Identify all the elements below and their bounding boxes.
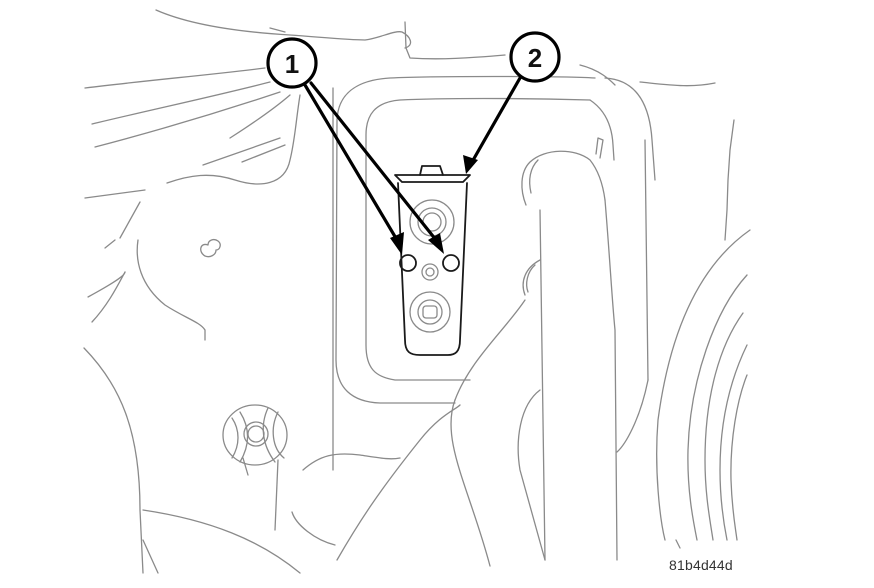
callout-1-label: 1	[285, 49, 299, 79]
callout-1-circle	[266, 37, 318, 89]
arrowhead-1b	[428, 233, 444, 254]
callout-2-label: 2	[528, 43, 542, 73]
round-fitting	[222, 404, 288, 531]
callout-1: 1	[266, 37, 444, 255]
arrowhead-2	[463, 155, 478, 174]
callout-2: 2	[463, 31, 561, 174]
expansion-valve	[394, 165, 471, 356]
figure-id: 81b4d44d	[669, 557, 733, 573]
callout-2-circle	[509, 31, 561, 83]
arrowhead-1a	[390, 232, 404, 255]
background-linework	[83, 9, 751, 574]
